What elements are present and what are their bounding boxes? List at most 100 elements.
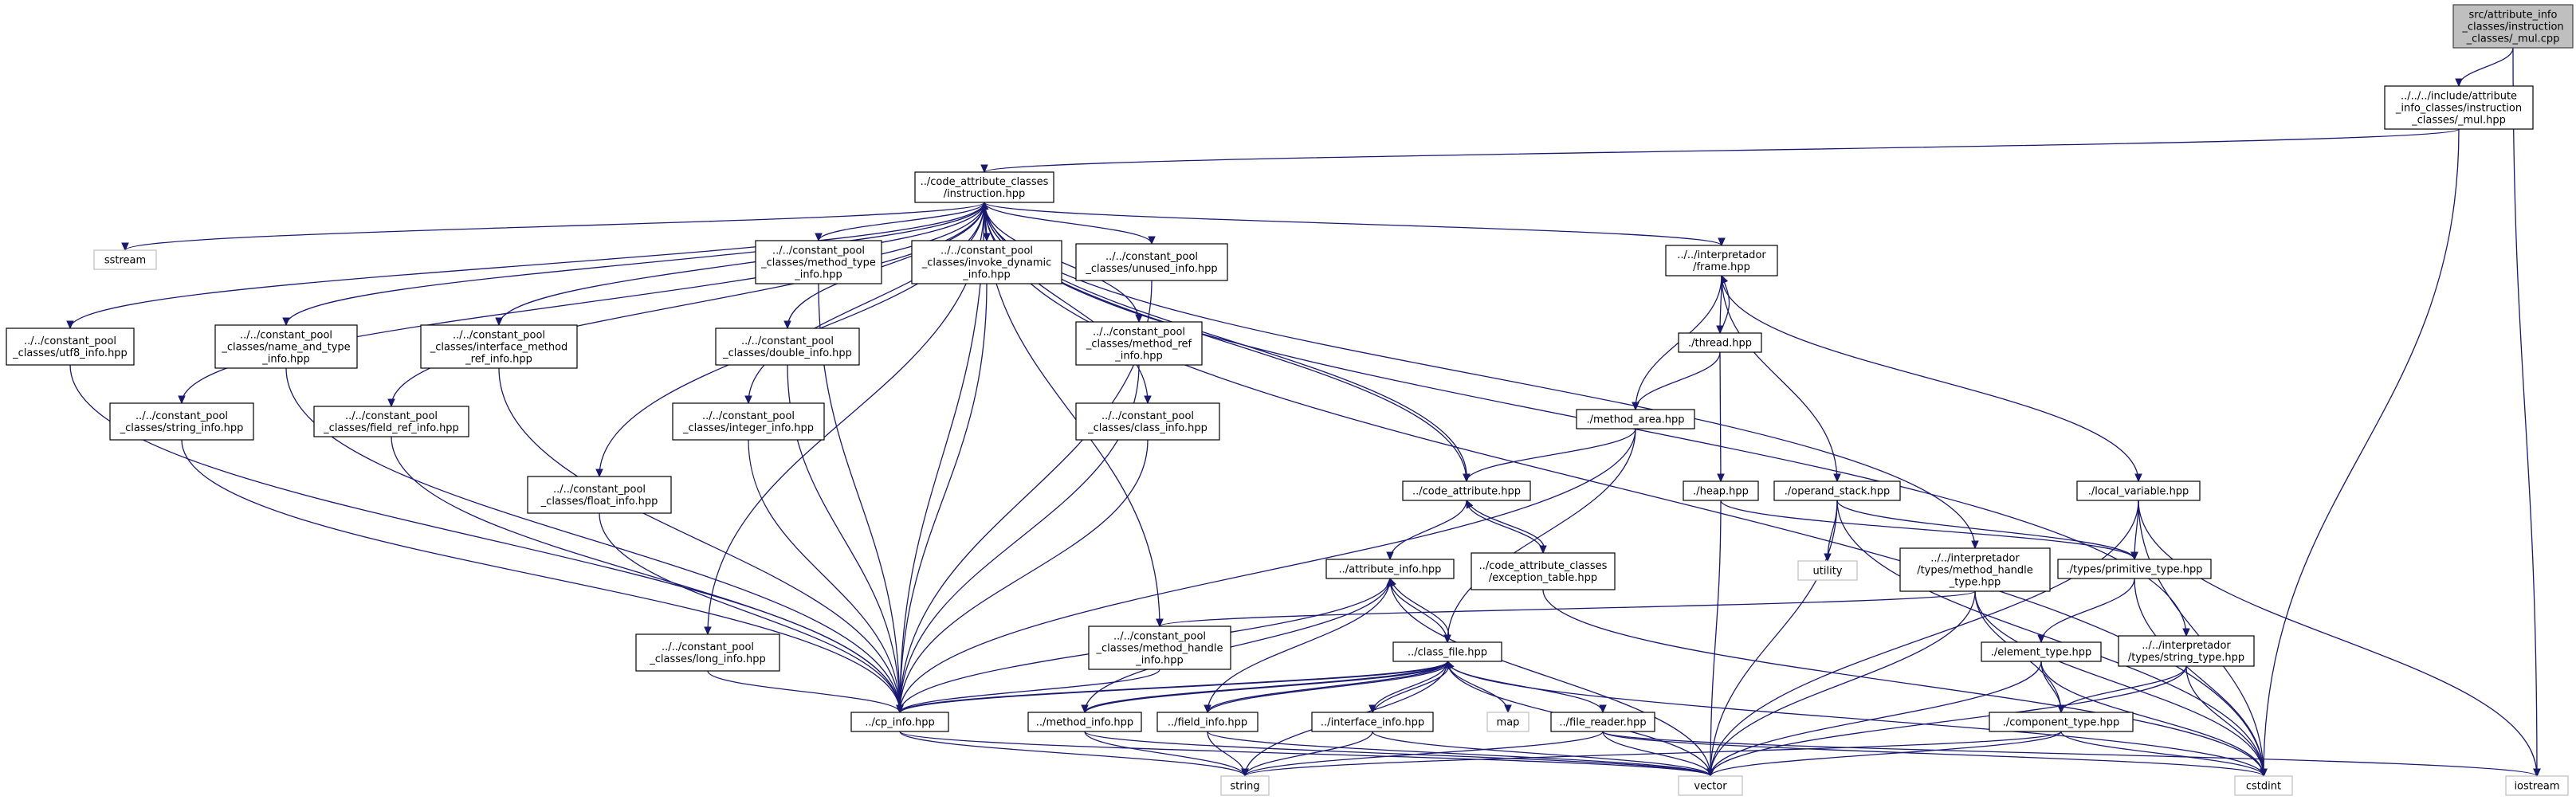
dependency-edge: [2455, 47, 2514, 88]
node-label: ../../constant_pool: [940, 245, 1033, 257]
dependency-edge: [495, 202, 985, 327]
dependency-edge: [1443, 428, 1636, 644]
node-frame[interactable]: ../../interpretador/frame.hpp: [1665, 245, 1778, 276]
node-method-type[interactable]: ../../constant_pool_classes/method_type_…: [755, 240, 882, 284]
edge-arrowhead: [1721, 274, 1729, 284]
edge-arrowhead: [981, 201, 989, 210]
edge-arrowhead: [1368, 704, 1376, 714]
node-file-reader[interactable]: ../file_reader.hpp: [1550, 712, 1655, 732]
dependency-edge: [1721, 275, 2142, 483]
dependency-edge: [1632, 351, 1721, 411]
node-label: _classes/name_and_type: [221, 342, 350, 354]
node-label: ../../constant_pool: [1101, 410, 1194, 422]
node-heap[interactable]: ./heap.hpp: [1683, 480, 1759, 501]
node-long[interactable]: ../../constant_pool_classes/long_info.hp…: [635, 633, 780, 672]
node-box: [420, 324, 578, 369]
node-label: ../method_info.hpp: [1036, 717, 1133, 729]
dependency-edge: [1706, 731, 2062, 778]
node-label: ../code_attribute_classes: [1479, 560, 1608, 572]
node-interface-info[interactable]: ../interface_info.hpp: [1311, 712, 1434, 732]
node-box: [1665, 245, 1778, 276]
node-label: /types/string_type.hpp: [2128, 652, 2244, 664]
edge-line: [2060, 731, 2264, 777]
node-cp-info[interactable]: ../cp_info.hpp: [850, 712, 949, 732]
node-utility: utility: [1797, 560, 1858, 581]
node-name-and-type[interactable]: ../../constant_pool_classes/name_and_typ…: [214, 324, 358, 369]
node-double[interactable]: ../../constant_pool_classes/double_info.…: [715, 327, 860, 366]
node-component-type[interactable]: ./component_type.hpp: [1989, 712, 2134, 732]
node-label: ./local_variable.hpp: [2088, 486, 2189, 498]
edge-arrowhead: [1156, 618, 1164, 628]
node-label: ./operand_stack.hpp: [1785, 486, 1890, 498]
edge-line: [1447, 428, 1636, 643]
node-label: _classes/string_info.hpp: [120, 422, 244, 434]
edge-line: [899, 439, 1149, 713]
node-label: iostream: [2514, 781, 2559, 793]
node-method-info[interactable]: ../method_info.hpp: [1027, 712, 1142, 732]
edge-line: [2060, 665, 2187, 713]
node-box: [1576, 409, 1695, 429]
edge-line: [1084, 731, 1711, 777]
node-unused[interactable]: ../../constant_pool_classes/unused_info.…: [1075, 243, 1228, 281]
dependency-edge: [599, 512, 904, 714]
node-label: ../../constant_pool: [453, 330, 545, 342]
node-thread[interactable]: ./thread.hpp: [1678, 332, 1762, 353]
node-element-type[interactable]: ./element_type.hpp: [1981, 641, 2102, 662]
node-exception-table[interactable]: ../code_attribute_classes/exception_tabl…: [1471, 552, 1616, 590]
node-label: ./types/primitive_type.hpp: [2066, 564, 2202, 576]
node-string-type[interactable]: ../../interpretador/types/string_type.hp…: [2118, 635, 2255, 667]
dependency-edge: [815, 202, 985, 242]
edge-line: [899, 283, 988, 713]
dependency-edge: [1706, 500, 1722, 778]
node-box: [635, 633, 780, 672]
edge-line: [787, 202, 985, 329]
node-method-ref[interactable]: ../../constant_pool_classes/method_ref_i…: [1075, 321, 1203, 366]
node-interface-method[interactable]: ../../constant_pool_classes/interface_me…: [420, 324, 578, 369]
dependency-edge: [2057, 665, 2187, 714]
node-integer[interactable]: ../../constant_pool_classes/integer_info…: [672, 402, 825, 441]
edge-line: [984, 128, 2460, 173]
node-label: _info.hpp: [1135, 655, 1184, 667]
node-class-file[interactable]: ../class_file.hpp: [1392, 641, 1502, 662]
node-operand-stack[interactable]: ./operand_stack.hpp: [1773, 480, 1901, 501]
node-method-handle-info[interactable]: ../../constant_pool_classes/method_handl…: [1088, 625, 1231, 670]
node-local-variable[interactable]: ./local_variable.hpp: [2076, 480, 2201, 501]
edge-arrowhead: [2455, 78, 2463, 88]
dependency-edge: [1602, 731, 2541, 778]
node-root[interactable]: src/attribute_info_classes/instruction_c…: [2452, 4, 2574, 49]
node-invoke-dynamic[interactable]: ../../constant_pool_classes/invoke_dynam…: [911, 240, 1062, 284]
node-field-ref[interactable]: ../../constant_pool_classes/field_ref_in…: [313, 406, 469, 437]
node-float[interactable]: ../../constant_pool_classes/float_info.h…: [527, 476, 672, 514]
node-attribute-info[interactable]: ../attribute_info.hpp: [1325, 559, 1455, 579]
node-box: [1027, 712, 1142, 732]
node-utf8[interactable]: ../../constant_pool_classes/utf8_info.hp…: [6, 327, 135, 366]
node-label: utility: [1813, 566, 1843, 578]
edge-line: [1244, 731, 1373, 777]
edge-arrowhead: [1463, 473, 1471, 483]
edge-line: [899, 731, 1711, 777]
edge-arrowhead: [495, 317, 503, 327]
edge-line: [1084, 578, 1391, 713]
node-string-info[interactable]: ../../constant_pool_classes/string_info.…: [109, 402, 254, 441]
file-nodes: src/attribute_info_classes/instruction_c…: [6, 4, 2574, 796]
node-mul-hpp[interactable]: ../../../include/attribute_info_classes/…: [2384, 85, 2534, 130]
node-label: _classes/class_info.hpp: [1087, 422, 1208, 434]
edge-line: [285, 202, 985, 326]
node-label: _classes/field_ref_info.hpp: [323, 422, 459, 434]
edge-line: [181, 202, 985, 404]
node-field-info[interactable]: ../field_info.hpp: [1156, 712, 1259, 732]
node-code-attribute[interactable]: ../code_attribute.hpp: [1402, 480, 1531, 501]
node-method-handle-type[interactable]: ../../interpretador/types/method_handle_…: [1899, 547, 2051, 592]
dependency-edge: [66, 202, 985, 330]
node-box: [1402, 480, 1531, 501]
edge-line: [899, 661, 1448, 713]
node-class-info[interactable]: ../../constant_pool_classes/class_info.h…: [1075, 402, 1220, 441]
node-label: ../../constant_pool: [1093, 327, 1185, 339]
edge-line: [748, 202, 985, 404]
dependency-edge: [899, 731, 1249, 778]
node-instruction[interactable]: ../code_attribute_classes/instruction.hp…: [914, 171, 1054, 203]
node-box: [1989, 712, 2134, 732]
dependency-edge: [282, 202, 985, 327]
node-method-area[interactable]: ./method_area.hpp: [1576, 409, 1695, 429]
node-primitive-type[interactable]: ./types/primitive_type.hpp: [2057, 559, 2212, 579]
